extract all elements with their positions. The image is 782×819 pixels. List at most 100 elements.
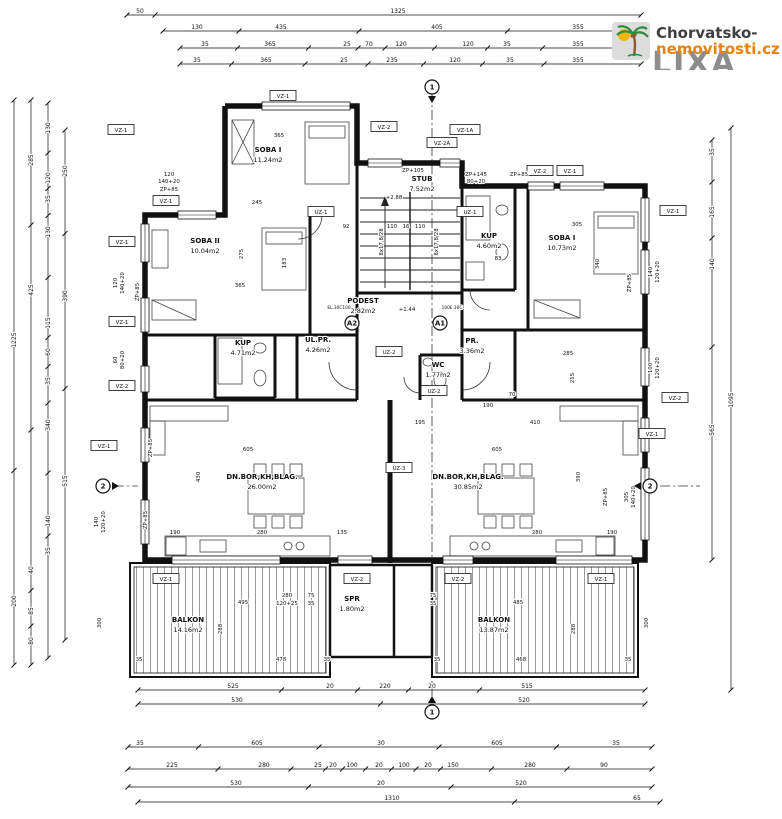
room-name: SOBA I xyxy=(255,146,282,154)
annotation-label: EL.30C100 xyxy=(327,305,350,311)
dim-label: 225 xyxy=(166,762,178,769)
dim-tick xyxy=(316,744,322,750)
annotation-label: 275 xyxy=(239,249,245,259)
annotation-label: 35 xyxy=(324,657,331,663)
room-name: WC xyxy=(432,361,445,369)
axis-bubble xyxy=(642,478,658,494)
dim-tick xyxy=(28,222,34,228)
annotation-label: 495 xyxy=(238,600,248,606)
palm-tree-icon xyxy=(612,22,650,60)
axis-bubble xyxy=(432,315,448,331)
dim-tick xyxy=(305,45,312,51)
annotation-label: 280 xyxy=(257,530,268,536)
watermark-text: LIXA xyxy=(652,46,737,70)
annotation-label: 70 xyxy=(509,392,516,398)
annotation-label: 110 xyxy=(415,224,426,230)
annotation-label: 92 xyxy=(343,224,350,230)
dim-label: 35 xyxy=(45,195,52,203)
room-name: DN.BOR,KH,BLAG. xyxy=(432,473,503,481)
dim-tick xyxy=(302,61,308,67)
annotation-label: 120+20 xyxy=(655,357,661,379)
dim-label: 120 xyxy=(449,57,461,64)
dim-tick xyxy=(288,766,294,772)
dim-tick xyxy=(62,637,68,643)
dim-tick xyxy=(234,45,241,51)
dim-label: 520 xyxy=(515,780,527,787)
balcony-right xyxy=(431,562,639,678)
tag-box xyxy=(269,90,297,101)
annotation-label: 288 xyxy=(218,623,224,634)
room-name: SOBA II xyxy=(190,237,219,245)
annotation-label: 280 xyxy=(532,530,543,536)
annotation-label: 120+25 xyxy=(276,601,298,607)
dim-tick xyxy=(28,97,34,103)
dim-tick xyxy=(236,28,242,34)
annotation-label: 285 xyxy=(563,351,573,357)
dim-label: 35 xyxy=(45,377,52,385)
dim-label: 120 xyxy=(462,41,474,48)
tag-label: VZ-1 xyxy=(160,577,173,583)
dim-label: 130 xyxy=(191,24,203,31)
room-area: 13.87m2 xyxy=(479,626,508,634)
dim-tick xyxy=(709,137,715,143)
tag-label: VZ-2 xyxy=(351,577,364,583)
dim-label: 565 xyxy=(709,424,716,436)
tag-label: UZ-2 xyxy=(383,350,396,356)
annotation-label: ZP+85 xyxy=(143,511,149,529)
tag-label: VZ-1 xyxy=(277,94,290,100)
site-logo[interactable]: Chorvatsko- nemovitosti.cz xyxy=(612,22,780,60)
annotation-label: 83 xyxy=(495,256,502,262)
dim-tick xyxy=(413,766,419,772)
annotation-label: 35 xyxy=(430,601,437,607)
axis-bubble-label: A1 xyxy=(435,320,445,328)
dim-tick xyxy=(125,766,131,772)
tag-box xyxy=(375,346,403,357)
dim-label: 250 xyxy=(62,165,69,177)
dim-tick xyxy=(728,125,734,131)
dim-label: 515 xyxy=(521,683,533,690)
dim-tick xyxy=(362,766,369,772)
annotation-label: 605 xyxy=(492,447,502,453)
tag-box xyxy=(152,573,180,584)
annotation-label: 35 xyxy=(625,657,632,663)
tag-box xyxy=(449,124,481,135)
dim-label: 25 xyxy=(343,41,351,48)
room-name: KUP xyxy=(235,339,251,347)
room-name: BALKON xyxy=(478,616,510,624)
dim-tick xyxy=(135,701,141,707)
tag-label: VZ-1 xyxy=(115,128,128,134)
dim-label: 35 xyxy=(709,148,716,156)
tag-label: VZ-1 xyxy=(564,169,577,175)
dim-tick xyxy=(305,784,312,790)
annotation-label: 60 xyxy=(113,356,119,363)
tag-box xyxy=(307,206,335,217)
dim-tick xyxy=(177,61,183,67)
dim-label: 115 xyxy=(45,317,52,329)
annotation-label: 190 xyxy=(483,403,494,409)
dim-tick xyxy=(62,385,68,392)
dim-tick xyxy=(152,12,158,18)
tag-label: VZ-1 xyxy=(595,577,608,583)
dim-label: 50 xyxy=(136,8,144,15)
dim-label: 130 xyxy=(45,122,52,134)
tag-box xyxy=(659,205,687,216)
annotation-label: +2.88 xyxy=(386,195,403,201)
room-name: SPR xyxy=(344,595,360,603)
dim-tick xyxy=(448,784,454,790)
dim-tick xyxy=(135,799,141,805)
dim-label: 20 xyxy=(326,683,334,690)
dim-label: 120 xyxy=(395,41,407,48)
dim-label: 30 xyxy=(377,740,385,747)
tag-label: VZ-1 xyxy=(116,240,129,246)
annotation-label: 120+20 xyxy=(101,511,107,533)
logo-line1: Chorvatsko- xyxy=(656,23,758,42)
room-name: UL.PR. xyxy=(305,336,331,344)
dim-label: 120 xyxy=(45,172,52,184)
dim-tick xyxy=(177,45,183,51)
dim-label: 405 xyxy=(431,24,443,31)
annotation-label: 35 xyxy=(434,657,441,663)
dim-tick xyxy=(638,12,644,18)
dim-label: 35 xyxy=(503,41,511,48)
exterior-walls xyxy=(142,103,648,563)
